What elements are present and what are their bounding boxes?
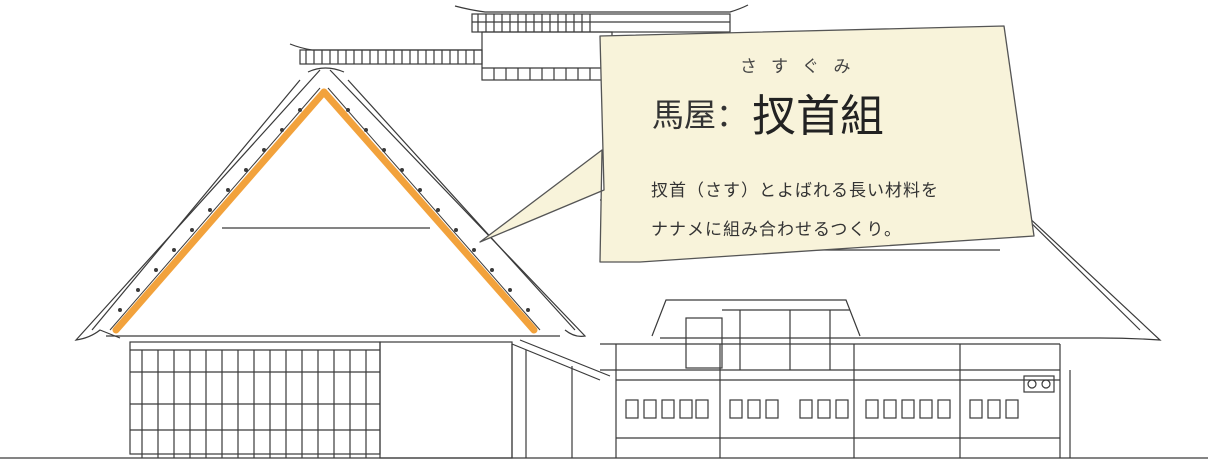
callout-title-prefix: 馬屋：: [652, 96, 749, 134]
ruby-annotation: さすぐみ: [740, 57, 865, 77]
sasu-truss-highlight: [112, 88, 538, 334]
gable-roof: [74, 67, 587, 341]
lean-to: [511, 339, 611, 458]
callout-bubble: [479, 25, 1035, 263]
main-facade: [600, 343, 1071, 458]
callout-title-main: 扠首組: [752, 91, 884, 142]
callout-description-line2: ナナメに組み合わせるつくり。: [651, 220, 902, 240]
central-dormer: [651, 299, 861, 370]
callout-description-line1: 扠首（さす）とよばれる長い材料を: [651, 181, 939, 201]
stable-wall: [129, 341, 513, 459]
roof-ties: [118, 108, 530, 312]
ridge-ornament: [289, 4, 749, 81]
